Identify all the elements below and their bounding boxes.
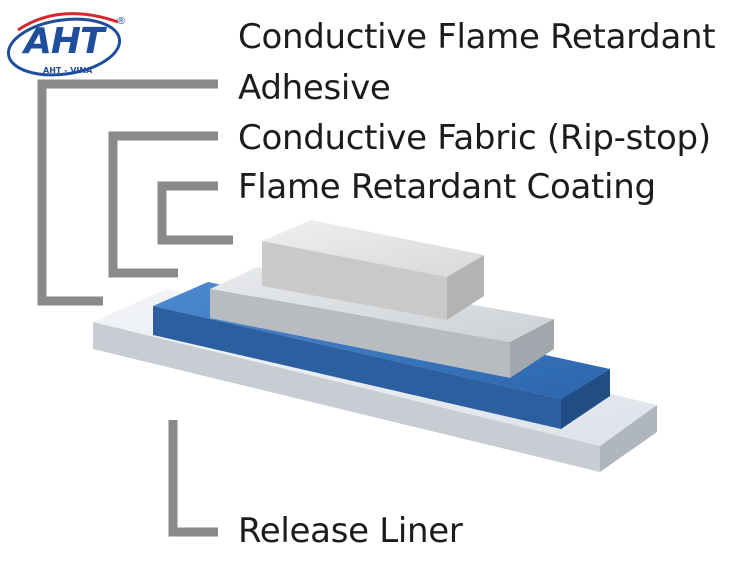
bracket-lines [37, 79, 233, 537]
logo-ellipse [6, 17, 122, 77]
label-conductive-flame-retardant: Conductive Flame Retardant [238, 17, 716, 57]
label-conductive-fabric: Conductive Fabric (Rip-stop) [238, 118, 711, 158]
logo-swoosh [17, 12, 119, 32]
coating-layer [262, 220, 484, 320]
label-adhesive: Adhesive [238, 68, 391, 108]
aht-logo [6, 12, 122, 77]
label-release-liner: Release Liner [238, 511, 463, 551]
bracket-conductive-flame-retardant [37, 79, 218, 306]
label-flame-retardant-coating: Flame Retardant Coating [238, 167, 656, 207]
logo-tagline: AHT - VINA [43, 66, 93, 75]
logo-registered-mark: ® [116, 16, 126, 27]
bracket-coating [157, 181, 233, 245]
bracket-release-liner [168, 420, 218, 537]
logo-wordmark: AHT [24, 21, 105, 62]
bracket-adhesive [108, 131, 218, 278]
